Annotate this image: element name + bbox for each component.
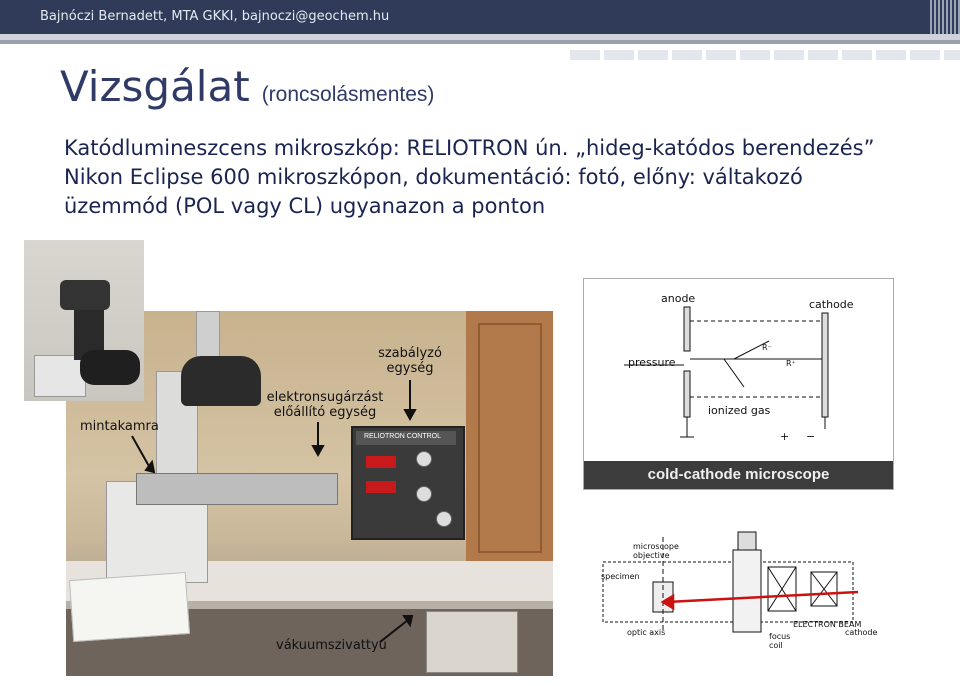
label-sample-chamber: mintakamra	[80, 419, 159, 434]
label-electron-beam-line1: elektronsugárzást	[266, 390, 384, 405]
wooden-cabinet	[466, 311, 553, 561]
label-microscope-objective: microscope objective	[633, 542, 679, 560]
slide-title-main: Vizsgálat	[60, 62, 250, 111]
label-vacuum-pump: vákuumszivattyú	[276, 638, 387, 653]
arrow-head	[403, 409, 417, 422]
slide-subtitle: (roncsolásmentes)	[261, 83, 435, 106]
cathode-cross-b	[810, 571, 838, 607]
chamber-outline	[602, 561, 854, 623]
microscope-body	[34, 355, 86, 397]
label-ionized-gas: ionized gas	[708, 404, 771, 417]
label-pressure: pressure	[628, 356, 676, 369]
arrow-vacuum-pump	[379, 619, 409, 643]
control-knob	[416, 486, 432, 502]
anode-plate-lower	[683, 370, 691, 418]
coil-cross-b	[767, 566, 797, 612]
header-decoration	[930, 0, 960, 34]
label-anode: anode	[661, 292, 696, 305]
display-led	[366, 481, 396, 493]
cathode-plate	[821, 312, 829, 418]
r-minus-line	[733, 340, 770, 360]
label-optic-axis: optic axis	[627, 628, 666, 637]
label-plus: +	[780, 430, 790, 443]
arrow-head	[144, 459, 156, 474]
header-rule	[0, 34, 960, 40]
slide-body: Katódlumineszcens mikroszkóp: RELIOTRON …	[64, 134, 944, 221]
label-electron-beam-unit: elektronsugárzást előállító egység	[265, 390, 385, 420]
display-led	[366, 456, 396, 468]
cabinet-door	[478, 323, 542, 553]
label-controller: szabályzó egység	[372, 346, 448, 376]
label-electron-beam: ELECTRON BEAM	[793, 620, 862, 629]
cl-setup-diagram: microscope objective specimen ELECTRON B…	[583, 492, 892, 676]
label-minus: −	[806, 430, 816, 443]
arrow-head	[402, 615, 414, 628]
camera	[60, 280, 110, 310]
cl-setup-schematic	[602, 531, 859, 633]
label-specimen: specimen	[601, 572, 640, 581]
label-controller-line1: szabályzó	[378, 346, 442, 361]
anode-plate-upper	[683, 306, 691, 352]
bench-edge	[66, 601, 553, 609]
label-electron-beam-line2: előállító egység	[273, 405, 377, 420]
label-objective-line2: objective	[633, 551, 670, 560]
label-cathode: cathode	[809, 298, 854, 311]
arrow-sample-chamber	[131, 435, 151, 469]
vacuum-pump	[426, 611, 518, 673]
header-bar: Bajnóczi Bernadett, MTA GKKI, bajnoczi@g…	[0, 0, 960, 34]
body-line-2: Nikon Eclipse 600 mikroszkópon, dokument…	[64, 165, 803, 189]
vacuum-chamber	[136, 473, 338, 505]
diagram-caption: cold-cathode microscope	[584, 461, 893, 489]
control-knob	[436, 511, 452, 527]
focus-coil-box	[767, 566, 797, 612]
label-focus-coil: focus coil	[769, 632, 790, 650]
control-unit-header: RELIOTRON CONTROL	[356, 431, 456, 445]
label-r-minus: R⁻	[762, 343, 772, 352]
microscope-camera-photo	[24, 240, 144, 401]
header-rule-dark	[0, 40, 960, 44]
author-line: Bajnóczi Bernadett, MTA GKKI, bajnoczi@g…	[40, 9, 390, 24]
control-knob	[416, 451, 432, 467]
label-focus-coil-line1: focus	[769, 632, 791, 641]
label-objective-line1: microscope	[633, 542, 679, 551]
chamber-housing	[732, 549, 762, 633]
label-r-plus: R⁺	[786, 359, 796, 368]
body-line-3: üzemmód (POL vagy CL) ugyanazon a ponton	[64, 194, 546, 218]
microscope-eyepieces	[181, 356, 261, 406]
ionized-line	[723, 358, 745, 388]
control-unit-text: RELIOTRON CONTROL	[364, 433, 442, 440]
eyepieces	[80, 350, 140, 385]
label-controller-line2: egység	[386, 361, 434, 376]
equipment-photo: RELIOTRON CONTROL	[66, 311, 553, 676]
electron-beam-arrow	[666, 590, 859, 604]
cold-cathode-schematic	[624, 306, 829, 438]
slide-title: Vizsgálat (roncsolásmentes)	[60, 62, 434, 111]
microscope-tube	[196, 311, 220, 363]
label-focus-coil-line2: coil	[769, 641, 783, 650]
header-rule-dashes	[570, 50, 960, 60]
arrow-head	[311, 445, 325, 458]
cold-cathode-diagram: anode cathode pressure R⁻ R⁺ ionized gas…	[583, 278, 894, 490]
label-bottom-cathode: cathode	[845, 628, 878, 637]
beam-arrow-head	[660, 593, 675, 611]
cathode-box	[810, 571, 838, 607]
valve-top	[737, 531, 757, 551]
body-line-1: Katódlumineszcens mikroszkóp: RELIOTRON …	[64, 136, 875, 160]
